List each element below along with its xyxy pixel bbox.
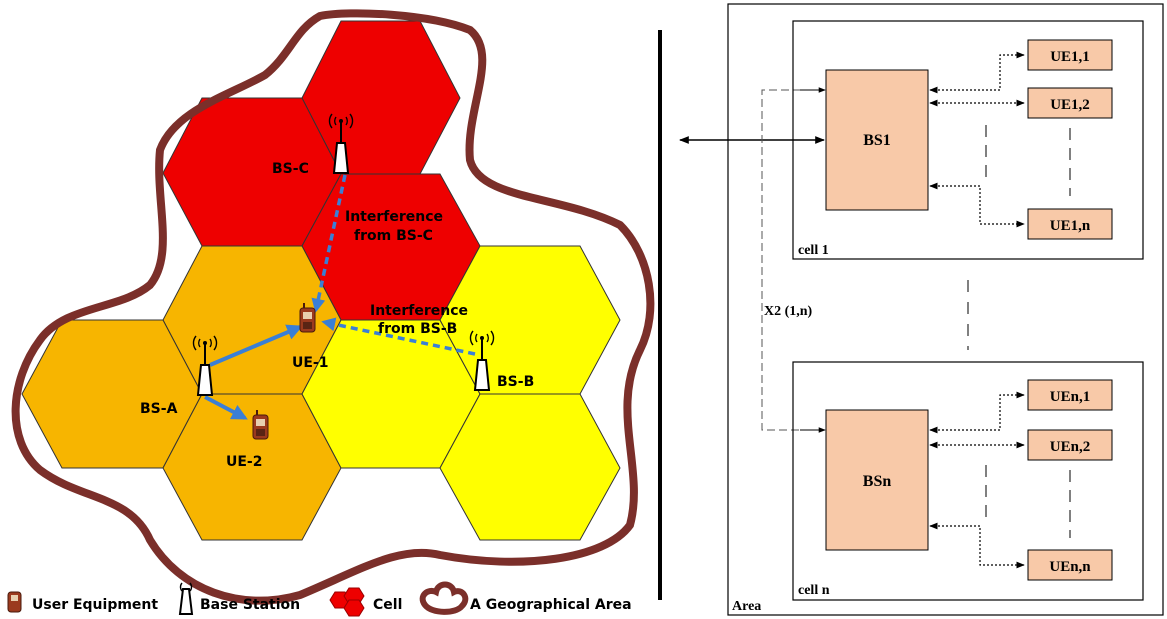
bs1-label: BS1 — [863, 132, 891, 149]
links — [204, 174, 476, 420]
cell-1-group: cell 1 BS1 UE1,1 UE1,2 UE1,n — [792, 20, 1144, 260]
geographical-area-boundary — [11, 9, 655, 605]
legend-base-station-icon — [178, 582, 194, 615]
legend-cell-icon — [329, 587, 365, 617]
ue-1-label: UE-1 — [292, 355, 328, 371]
ue-n-n-box — [1027, 549, 1113, 581]
base-station-a-icon — [192, 335, 218, 396]
ue-n-2-label: UEn,2 — [1050, 439, 1090, 455]
bs-a-label: BS-A — [140, 401, 178, 417]
bs1-box — [825, 69, 929, 211]
cell-1-frame — [792, 20, 1144, 260]
ue-n-1-label: UEn,1 — [1050, 389, 1090, 405]
bs1-ue-1-n-link — [929, 182, 1025, 228]
base-station-c-icon — [328, 113, 354, 174]
bsn-label: BSn — [863, 473, 892, 490]
area-label: Area — [732, 599, 761, 614]
legend-user-equipment-icon — [7, 591, 22, 613]
ue-2-label: UE-2 — [226, 454, 262, 470]
bs1-ue-1-1-link — [929, 51, 1025, 94]
ue-2-icon — [252, 410, 269, 440]
ue-1-1-box — [1027, 39, 1113, 71]
interference-b-label-line1: Interference — [370, 303, 468, 319]
cell-n-frame — [792, 361, 1144, 601]
ue-n-1-box — [1027, 379, 1113, 411]
ue-n-2-box — [1027, 429, 1113, 461]
bs-b-label: BS-B — [497, 374, 534, 390]
ue-1-2-label: UE1,2 — [1050, 97, 1090, 113]
link-bs-a-to-ue-2 — [204, 395, 248, 420]
ue-1-1-label: UE1,1 — [1050, 49, 1090, 65]
cell-n-label: cell n — [798, 583, 830, 598]
ue-n-n-label: UEn,n — [1049, 559, 1091, 575]
legend-area-icon — [419, 581, 469, 615]
interference-bs-b-to-ue-1 — [321, 317, 476, 356]
cell-layout — [21, 20, 621, 541]
ue-1-icon — [299, 303, 316, 333]
cell-n-group: cell n BSn UEn,1 UEn,2 UEn,n — [792, 361, 1144, 601]
x2-label: X2 (1,n) — [764, 304, 813, 319]
legend-area-label: A Geographical Area — [470, 597, 632, 613]
ue-1-n-box — [1027, 208, 1113, 240]
bsn-ue-n-n-link — [929, 522, 1025, 569]
link-bs-a-to-ue-1 — [209, 324, 303, 367]
bsn-ue-n-1-link — [929, 391, 1025, 434]
area-frame — [727, 3, 1164, 616]
legend-user-equipment-label: User Equipment — [32, 597, 158, 613]
ue-1-2-box — [1027, 87, 1113, 119]
legend: User Equipment Base Station Cell A Geogr… — [7, 581, 632, 617]
bs-c-label: BS-C — [272, 161, 309, 177]
ue-1-n-label: UE1,n — [1050, 218, 1091, 234]
cell-hex-yellow-bottom — [439, 393, 621, 541]
cell-1-label: cell 1 — [798, 243, 829, 258]
interference-b-label-line2: from BS-B — [378, 321, 457, 337]
interference-c-label-line2: from BS-C — [354, 228, 433, 244]
legend-base-station-label: Base Station — [200, 597, 300, 613]
interference-c-label-line1: Interference — [345, 209, 443, 225]
legend-cell-label: Cell — [373, 597, 402, 613]
bsn-box — [825, 409, 929, 551]
base-station-b-icon — [469, 330, 495, 391]
